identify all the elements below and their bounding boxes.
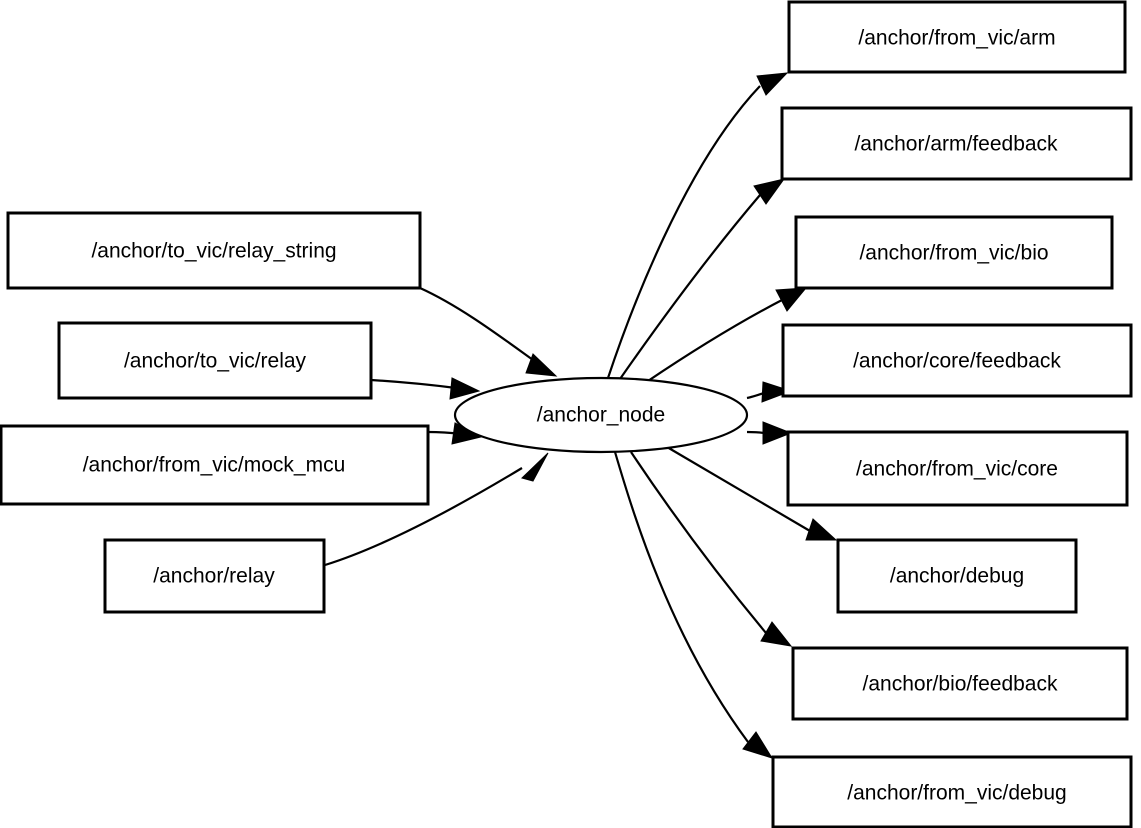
node-label-bio_feedback: /anchor/bio/feedback — [863, 673, 1058, 696]
edge-anchor_node-to-bio_feedback — [630, 451, 793, 647]
node-debug[interactable]: /anchor/debug — [836, 538, 1078, 614]
node-label-from_vic_arm: /anchor/from_vic/arm — [858, 27, 1055, 50]
edge-anchor_node-to-from_vic_core — [746, 421, 793, 445]
node-arm_feedback[interactable]: /anchor/arm/feedback — [780, 106, 1133, 181]
edge-anchor_node-to-arm_feedback — [619, 178, 786, 380]
node-label-from_vic_mock_mcu: /anchor/from_vic/mock_mcu — [83, 454, 346, 477]
node-to_vic_relay_string[interactable]: /anchor/to_vic/relay_string — [6, 211, 422, 290]
node-bio_feedback[interactable]: /anchor/bio/feedback — [791, 646, 1129, 721]
node-to_vic_relay[interactable]: /anchor/to_vic/relay — [57, 321, 373, 400]
node-label-from_vic_core: /anchor/from_vic/core — [856, 458, 1058, 481]
edge-relay-to-anchor_node — [324, 452, 549, 567]
node-from_vic_bio[interactable]: /anchor/from_vic/bio — [794, 215, 1114, 290]
node-label-arm_feedback: /anchor/arm/feedback — [854, 133, 1058, 156]
node-label-from_vic_debug: /anchor/from_vic/debug — [847, 782, 1066, 805]
edge-anchor_node-to-debug — [666, 446, 838, 541]
node-label-to_vic_relay_string: /anchor/to_vic/relay_string — [91, 240, 336, 263]
edge-anchor_node-to-from_vic_debug — [613, 451, 774, 759]
outgoing-edges — [606, 72, 838, 759]
node-from_vic_debug[interactable]: /anchor/from_vic/debug — [771, 755, 1133, 828]
node-label-from_vic_bio: /anchor/from_vic/bio — [859, 242, 1048, 265]
node-from_vic_arm[interactable]: /anchor/from_vic/arm — [787, 0, 1127, 74]
edge-anchor_node-to-core_feedback — [746, 381, 793, 403]
node-label-to_vic_relay: /anchor/to_vic/relay — [124, 350, 307, 373]
subscriber-nodes: /anchor/from_vic/arm /anchor/arm/feedbac… — [771, 0, 1133, 828]
node-anchor_node[interactable]: /anchor_node — [453, 376, 749, 454]
edge-anchor_node-to-from_vic_arm — [606, 72, 789, 379]
edge-to_vic_relay-to-anchor_node — [370, 377, 481, 400]
incoming-edges — [324, 286, 558, 567]
node-from_vic_mock_mcu[interactable]: /anchor/from_vic/mock_mcu — [0, 424, 430, 506]
node-relay[interactable]: /anchor/relay — [103, 538, 326, 614]
publisher-nodes: /anchor/to_vic/relay_string /anchor/to_v… — [0, 211, 430, 614]
node-core_feedback[interactable]: /anchor/core/feedback — [781, 323, 1133, 398]
node-from_vic_core[interactable]: /anchor/from_vic/core — [786, 430, 1129, 507]
node-label-debug: /anchor/debug — [890, 565, 1024, 588]
node-label-relay: /anchor/relay — [153, 565, 275, 588]
node-label-core_feedback: /anchor/core/feedback — [853, 350, 1061, 373]
edge-anchor_node-to-from_vic_bio — [644, 287, 808, 384]
edge-to_vic_relay_string-to-anchor_node — [419, 286, 558, 377]
node-label-anchor_node: /anchor_node — [537, 404, 665, 427]
